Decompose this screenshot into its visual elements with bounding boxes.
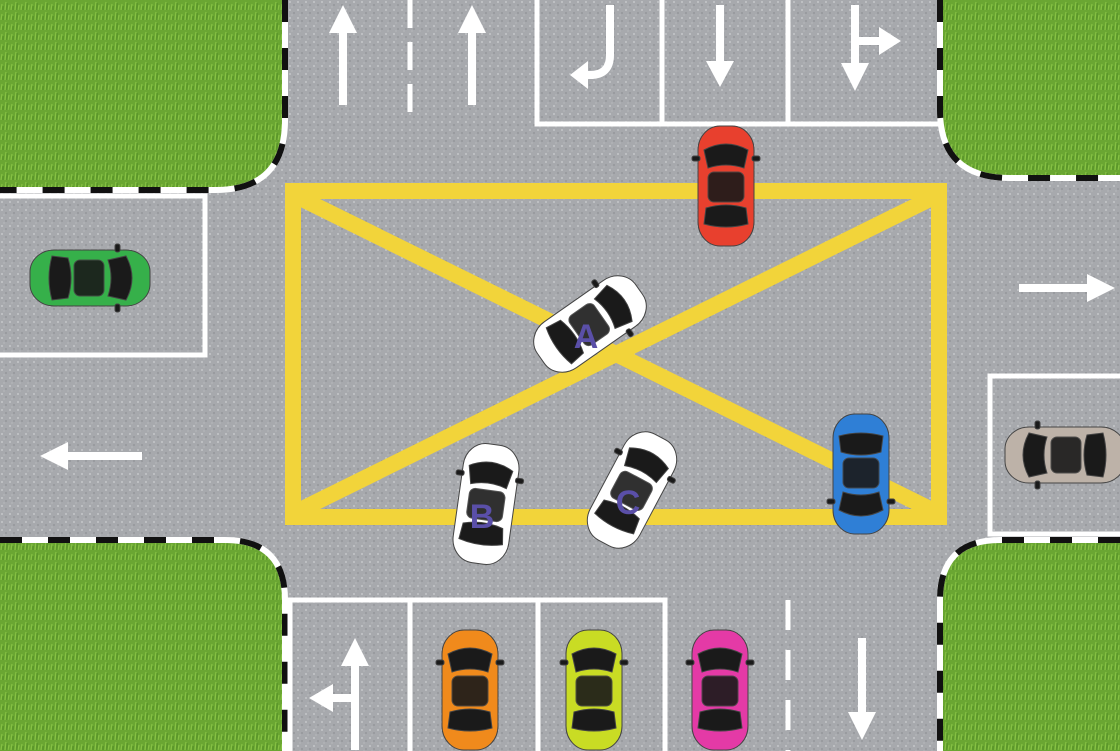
car-red — [692, 126, 760, 246]
car-grey — [1005, 421, 1120, 489]
car-yellow — [560, 630, 628, 750]
grass-bottom-right — [940, 540, 1120, 751]
car-orange — [436, 630, 504, 750]
car-a-label: A — [574, 318, 599, 356]
car-c-label: C — [616, 484, 641, 522]
grass-top-left — [0, 0, 285, 190]
car-blue — [827, 414, 895, 534]
car-green — [30, 244, 150, 312]
car-b-label: B — [470, 498, 495, 536]
grass-top-right — [940, 0, 1120, 178]
grass-bottom-left — [0, 540, 285, 751]
car-pink — [686, 630, 754, 750]
